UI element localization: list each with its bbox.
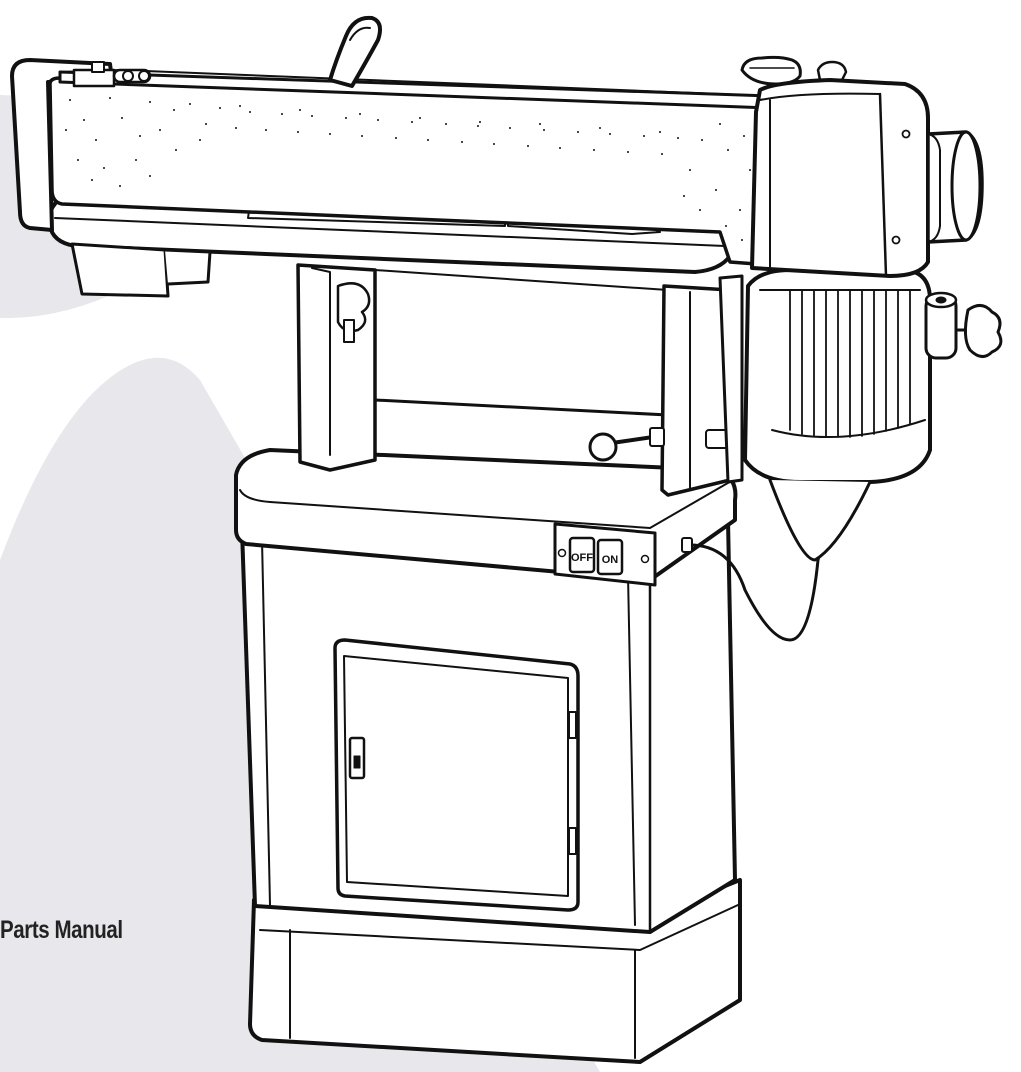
cabinet-door xyxy=(333,638,580,912)
door-hinge-lower xyxy=(568,827,577,855)
door-hinge-upper xyxy=(568,711,577,739)
belt-abrasive-texture xyxy=(65,97,761,251)
belt-housing xyxy=(10,15,848,267)
off-switch-label: OFF xyxy=(571,552,593,564)
motor xyxy=(718,268,1003,562)
belt-tracking-knob xyxy=(112,68,152,84)
motor-adjust-knob xyxy=(963,304,1003,358)
sanding-belt xyxy=(48,76,772,267)
off-switch xyxy=(568,536,596,574)
power-cord xyxy=(688,503,834,642)
on-switch xyxy=(596,538,624,576)
manual-title: Parts Manual xyxy=(0,916,123,944)
drive-housing xyxy=(750,78,984,278)
small-top-knob xyxy=(816,60,848,82)
motor-fins xyxy=(789,289,911,438)
switch-box: OFF ON xyxy=(553,503,834,642)
on-switch-label: ON xyxy=(602,554,619,566)
oscillation-handle xyxy=(328,15,382,88)
lever-ball xyxy=(588,432,618,462)
